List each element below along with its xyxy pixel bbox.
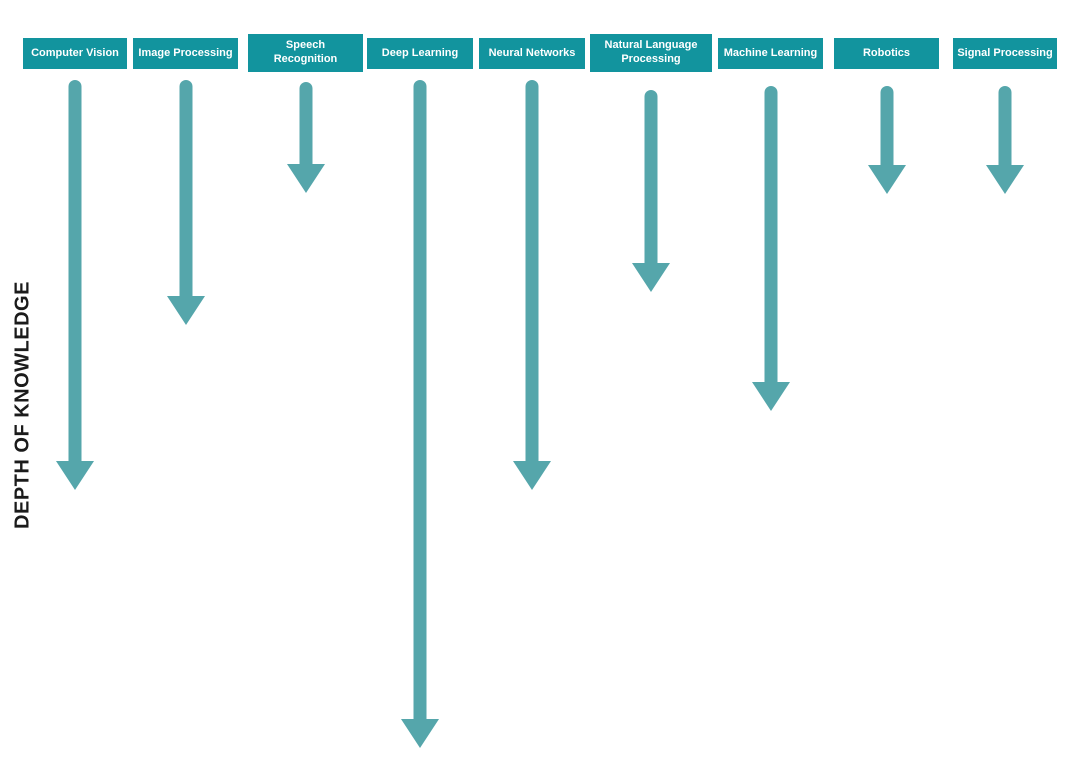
topic-label-box: Signal Processing [953, 38, 1057, 69]
depth-arrow [401, 80, 439, 748]
topic-column: Computer Vision [23, 0, 127, 763]
topic-label: Machine Learning [723, 46, 818, 59]
topic-column: Natural Language Processing [590, 0, 712, 763]
topic-label-box: Natural Language Processing [590, 34, 712, 72]
topic-column: Machine Learning [718, 0, 823, 763]
depth-arrow [986, 86, 1024, 194]
depth-arrow [286, 82, 325, 193]
down-arrow-head-icon [632, 263, 670, 292]
depth-arrow [56, 80, 94, 490]
topic-label-box: Robotics [834, 38, 939, 69]
down-arrow-head-icon [286, 164, 325, 193]
down-arrow-head-icon [751, 382, 790, 411]
topic-label: Deep Learning [381, 46, 459, 59]
topic-label-box: Machine Learning [718, 38, 823, 69]
down-arrow-head-icon [166, 296, 205, 325]
arrow-shaft [525, 80, 539, 463]
topic-label-box: Computer Vision [23, 38, 127, 69]
topic-label: Signal Processing [957, 46, 1053, 59]
down-arrow-head-icon [867, 165, 906, 194]
down-arrow-head-icon [401, 719, 439, 748]
arrow-shaft [179, 80, 192, 298]
depth-arrow [166, 80, 205, 325]
down-arrow-head-icon [986, 165, 1024, 194]
topic-label: Robotics [862, 46, 911, 59]
arrow-shaft [880, 86, 893, 167]
arrow-shaft [764, 86, 777, 384]
topic-column: Deep Learning [367, 0, 473, 763]
arrow-shaft [68, 80, 82, 463]
arrow-shaft [998, 86, 1012, 167]
down-arrow-head-icon [56, 461, 94, 490]
topic-column: Signal Processing [953, 0, 1057, 763]
depth-arrow [751, 86, 790, 411]
depth-arrow [867, 86, 906, 194]
arrow-shaft [413, 80, 427, 721]
depth-arrow [632, 90, 670, 292]
topic-label: Speech Recognition [273, 39, 338, 65]
topic-column: Robotics [834, 0, 939, 763]
topic-column: Image Processing [133, 0, 238, 763]
depth-arrow [513, 80, 551, 490]
topic-column: Neural Networks [479, 0, 585, 763]
arrow-shaft [644, 90, 658, 265]
topic-label: Image Processing [138, 46, 233, 59]
arrow-shaft [299, 82, 312, 166]
topic-label-box: Speech Recognition [248, 34, 363, 72]
topic-label-box: Neural Networks [479, 38, 585, 69]
down-arrow-head-icon [513, 461, 551, 490]
topic-label-box: Image Processing [133, 38, 238, 69]
topic-label: Neural Networks [488, 46, 576, 59]
topic-label: Natural Language Processing [604, 39, 698, 65]
topic-label: Computer Vision [31, 46, 119, 59]
topic-label-box: Deep Learning [367, 38, 473, 69]
topic-column: Speech Recognition [248, 0, 363, 763]
